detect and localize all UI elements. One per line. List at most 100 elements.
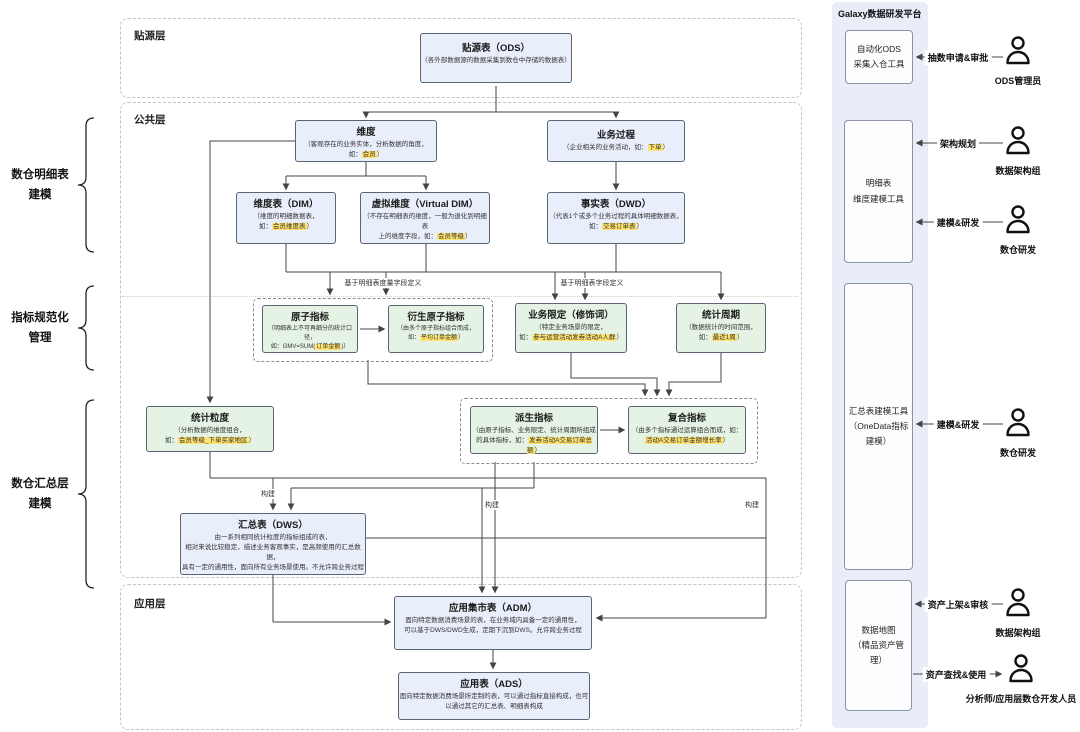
desc-text: （由多个指标通过运算组合而成，如： — [631, 427, 743, 435]
common-layer-separator — [122, 296, 798, 297]
tool-label: 数据地图 — [861, 624, 896, 635]
desc-text: （由原子指标、业务限定、统计周期所组成 — [472, 427, 596, 435]
node-desc: （分析数据的维度组合， 如：会员等级_下单买家地区） — [147, 426, 273, 446]
node-title: 维度表（DIM） — [253, 199, 319, 210]
layer-label-app: 应用层 — [134, 598, 166, 610]
edge-label-field-def: 基于明细表字段定义 — [558, 278, 626, 288]
node-stat-period: 统计周期 （数据统计的时间范围， 如：最近1周） — [676, 303, 766, 353]
node-desc: （代表1个或多个业务过程的具体明细数据表， 如：交易订单表） — [548, 212, 684, 232]
node-title: 应用表（ADS） — [460, 679, 528, 690]
node-ods-table: 贴源表（ODS） （各外部数据源的数据采集到数仓中存储的数据表） — [420, 33, 572, 83]
user-icon — [1004, 203, 1032, 240]
desc-text: ） — [534, 446, 542, 454]
node-desc: 由一系列相同统计粒度的指标组成的表， 相对来说比较稳定，描述业务客观事实，是高频… — [181, 533, 365, 572]
node-title: 统计周期 — [701, 310, 740, 321]
tool-label: 理） — [869, 655, 887, 666]
node-desc: （企业相关的业务活动，如：下单） — [548, 143, 684, 153]
side-group-line: 数仓明细表 — [11, 169, 69, 181]
desc-text: （企业相关的业务活动，如： — [563, 144, 648, 152]
edge-label-build-adm2: 构建 — [743, 500, 761, 510]
desc-text: 如： — [589, 223, 602, 230]
node-desc: （特定业务场景的限定， 如：参与运营活动发券活动A人群） — [516, 323, 626, 343]
node-desc: （由原子指标、业务限定、统计周期所组成 的具体指标，如：发券活动A交易订单总额） — [471, 426, 597, 455]
desc-text: 如： — [698, 334, 712, 341]
side-group-line: 管理 — [28, 331, 52, 344]
node-desc: （客观存在的业务实体，分析数据的角度， 如：会员） — [296, 140, 436, 160]
highlight-text: 活动A交易订单金额增长率 — [644, 437, 723, 444]
user-icon — [1004, 34, 1032, 71]
highlight-text: 订单金额 — [315, 344, 342, 351]
person-role-label: 数据架构组 — [995, 166, 1041, 176]
layer-app-container — [120, 584, 802, 730]
flow-label-asset-use: 资产查找&使用 — [922, 667, 990, 682]
node-dimension: 维度 （客观存在的业务实体，分析数据的角度， 如：会员） — [295, 120, 437, 162]
node-title: 贴源表（ODS） — [461, 43, 531, 54]
desc-text: ） — [616, 334, 623, 341]
node-title: 虚拟维度（Virtual DIM） — [371, 199, 479, 210]
highlight-text: 交易订单表 — [602, 223, 637, 230]
user-icon — [1004, 124, 1032, 161]
group-derived-indicators — [460, 398, 758, 464]
desc-text: 上的维度字段，如： — [378, 232, 438, 240]
desc-text: 以通过其它的汇总表、明细表构成 — [445, 703, 543, 710]
layer-ods-container — [120, 18, 802, 98]
highlight-text: 最近1周 — [711, 334, 737, 341]
desc-text: （客观存在的业务实体，分析数据的角度， — [304, 141, 428, 149]
desc-text: （代表1个或多个业务过程的具体明细数据表， — [549, 213, 683, 221]
highlight-text: 会员维度表 — [272, 223, 307, 230]
desc-text: 可以基于DWS/DWD生成，定期下沉到DWS。允许跨业务过程 — [404, 627, 582, 634]
desc-text: 具有一定的通用性，面向所有业务场景使用。不允许跨业务过程 — [182, 563, 364, 571]
tool-label: （OneData指标 — [848, 420, 909, 431]
side-group-line: 建模 — [28, 497, 52, 510]
desc-text: ） — [306, 223, 314, 230]
user-icon — [1004, 406, 1032, 443]
person-dw-dev-1: 数仓研发 — [948, 203, 1080, 256]
tool-summary-modeling: 汇总表建模工具 （OneData指标 建模） — [844, 283, 913, 570]
desc-text: )） — [341, 344, 350, 351]
desc-text: 由一系列相同统计粒度的指标组成的表， — [214, 534, 332, 542]
user-icon — [1004, 586, 1032, 623]
node-title: 业务限定（修饰词） — [528, 310, 614, 321]
node-title: 原子指标 — [290, 312, 329, 323]
desc-text: 的具体指标，如： — [476, 437, 529, 444]
desc-text: 面向特定数据消费场景的表，在业务域内具备一定的通用性， — [405, 617, 581, 625]
side-group-indicator-mgmt: 指标规范化 管理 — [0, 309, 86, 348]
node-title: 复合指标 — [667, 413, 706, 424]
side-group-detail-modeling: 数仓明细表 建模 — [0, 166, 86, 205]
desc-text: （分析数据的维度组合， — [174, 427, 246, 435]
person-role-label: 数据架构组 — [995, 628, 1041, 638]
highlight-text: 会员等级_下单买家地区 — [177, 437, 249, 444]
desc-text: ） — [376, 151, 384, 158]
desc-text: 如：GMV=SUM( — [270, 344, 316, 351]
desc-text: （明细表上不可再细分的统计口径， — [267, 326, 352, 342]
node-desc: 面向特定数据消费场景所定制的表，可以通过指标直接构成，也可 以通过其它的汇总表、… — [399, 692, 589, 712]
tool-ods-ingest: 自动化ODS 采集入仓工具 — [845, 30, 913, 84]
tool-label: 明细表 — [865, 178, 892, 189]
desc-text: （维度的明细数据表， — [253, 213, 319, 221]
person-ods-admin: ODS管理员 — [948, 34, 1080, 87]
desc-text: ） — [736, 334, 744, 341]
highlight-text: 下单 — [647, 144, 663, 152]
side-group-line: 指标规范化 — [11, 312, 69, 324]
node-desc: （由多个指标通过运算组合而成，如： 活动A交易订单金额增长率） — [629, 426, 745, 446]
node-title: 维度 — [356, 127, 376, 138]
node-desc: （数据统计的时间范围， 如：最近1周） — [677, 323, 765, 343]
node-adm: 应用集市表（ADM） 面向特定数据消费场景的表，在业务域内具备一定的通用性， 可… — [394, 596, 592, 650]
node-title: 业务过程 — [596, 130, 635, 141]
layer-label-ods: 贴源层 — [134, 30, 166, 42]
highlight-text: 平均订单金额 — [419, 335, 458, 342]
layer-label-common: 公共层 — [134, 114, 166, 126]
node-title: 汇总表（DWS） — [238, 520, 308, 531]
desc-text: （由多个原子指标组合而成， — [396, 326, 475, 333]
tool-label: 建模） — [865, 436, 892, 447]
highlight-text: 参与运营活动发券活动A人群 — [532, 334, 617, 341]
highlight-text: 会员 — [361, 151, 377, 158]
tool-label: 采集入仓工具 — [853, 59, 905, 69]
node-desc: （维度的明细数据表， 如：会员维度表） — [237, 212, 335, 232]
tool-data-map: 数据地图 （精品资产管 理） — [845, 580, 912, 711]
tool-detail-modeling: 明细表 维度建模工具 — [844, 120, 913, 263]
side-group-line: 建模 — [28, 188, 52, 201]
desc-text: 如： — [259, 223, 272, 230]
node-title: 派生指标 — [514, 413, 553, 424]
